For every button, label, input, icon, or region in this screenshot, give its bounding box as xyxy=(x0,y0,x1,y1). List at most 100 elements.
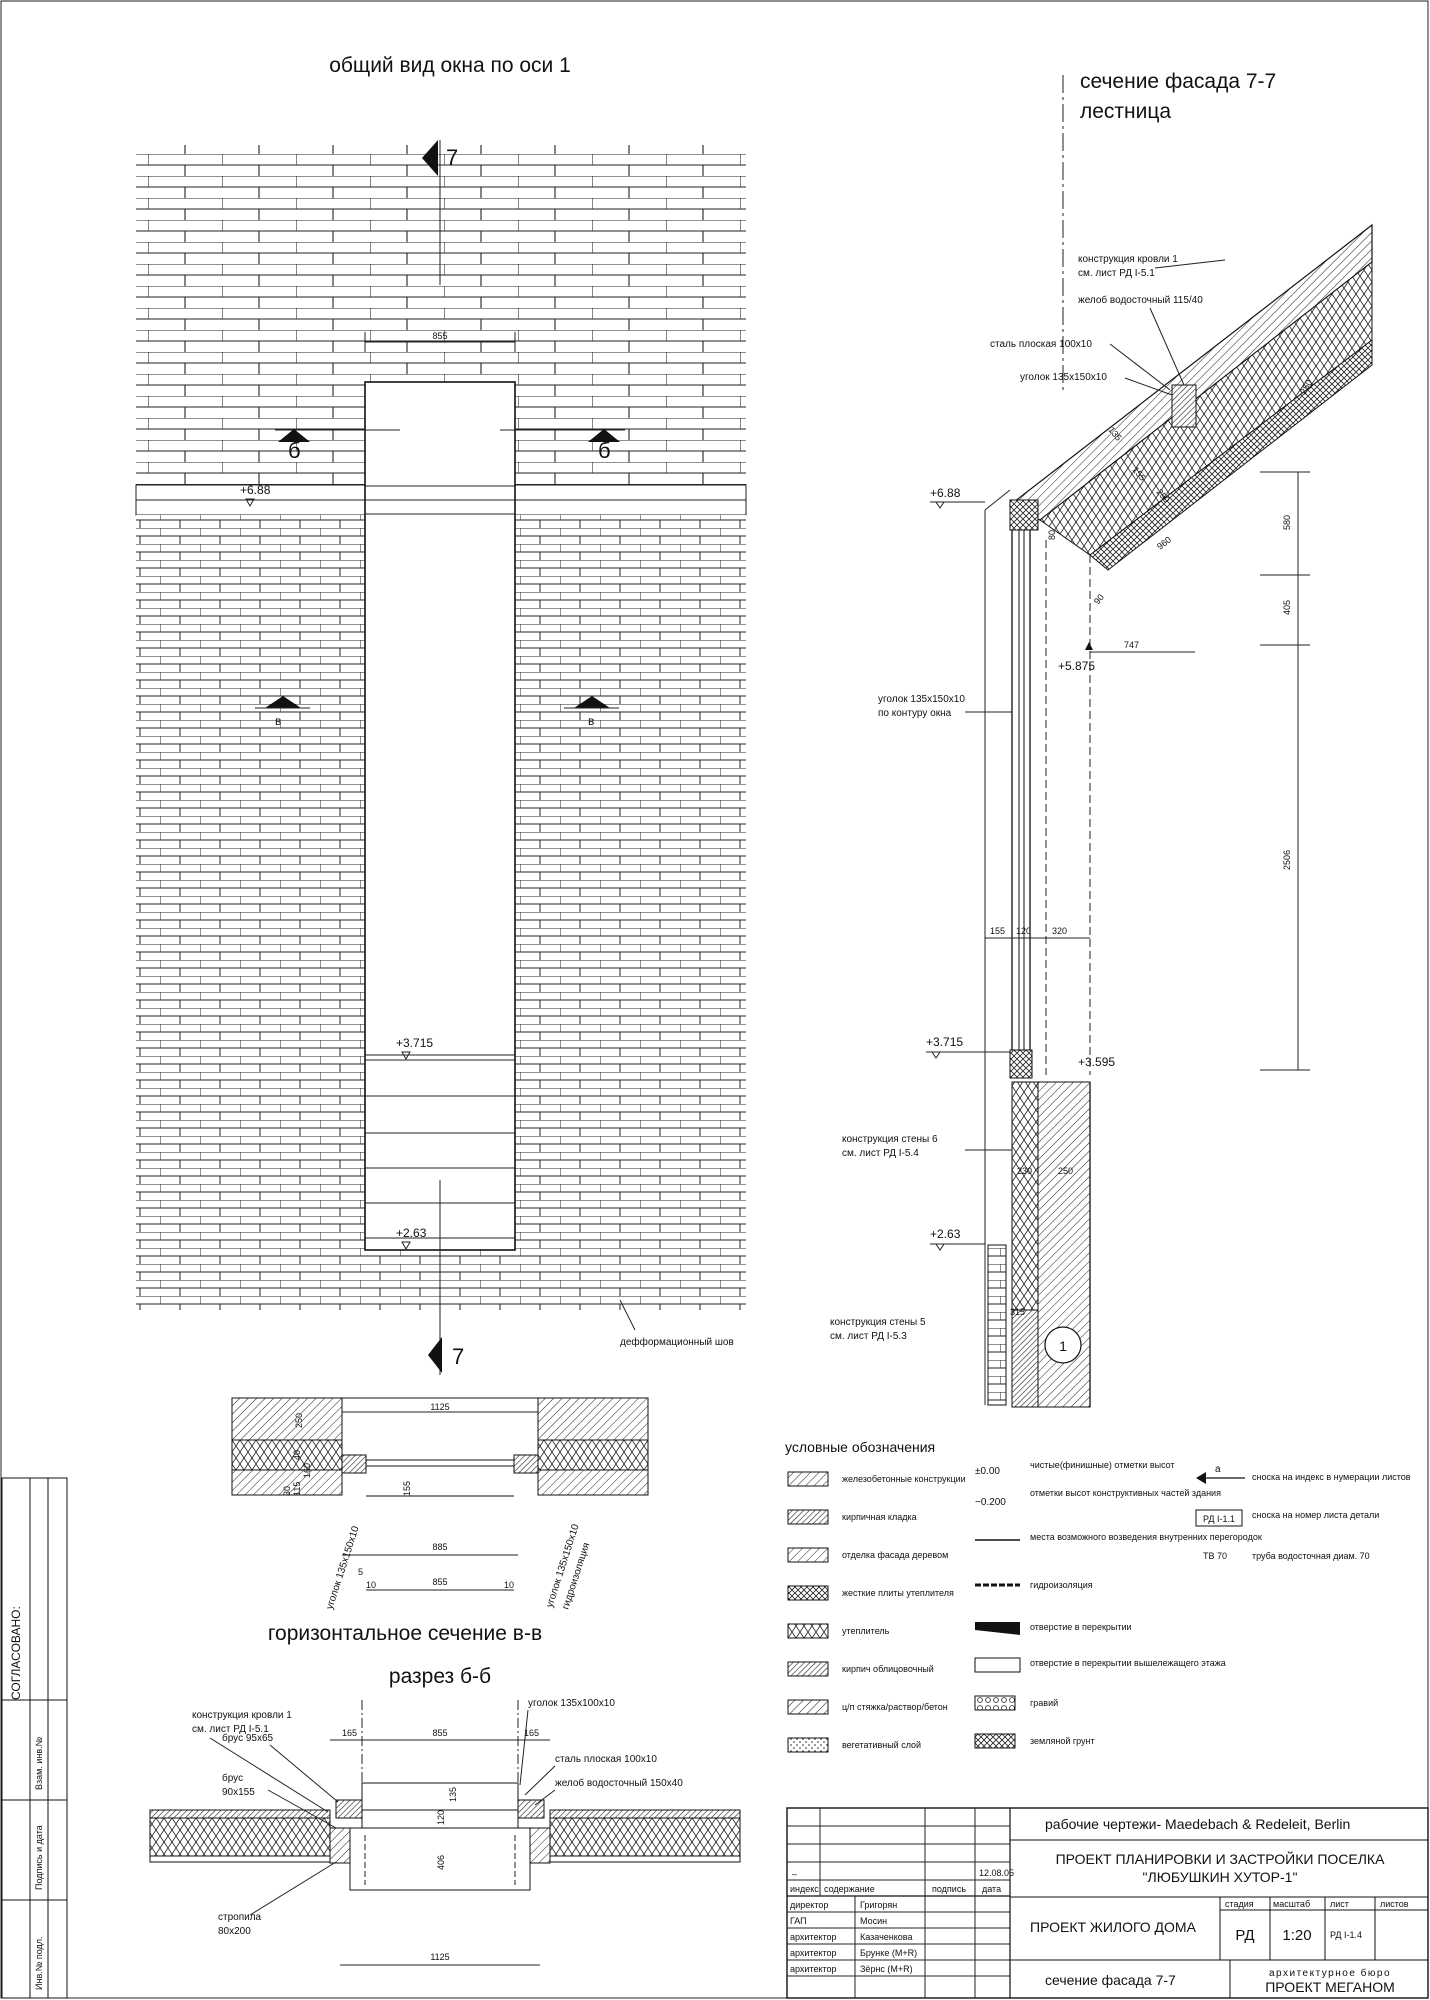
cut-b-label-right: б xyxy=(598,438,611,463)
hs-insul-right xyxy=(537,1439,649,1471)
hs-wall-left-lower xyxy=(231,1469,343,1496)
legend-mid-sym-1: −0.200 xyxy=(975,1497,1006,1508)
foundation-strip xyxy=(1011,1309,1039,1408)
callout-angle-contour: уголок 135х150х10 xyxy=(878,694,965,705)
stamp-col-3: Инв.№ подл. xyxy=(34,1936,44,1990)
tb-hdr-content: содержание xyxy=(824,1884,875,1894)
legend-mid-4: отверстие в перекрытии xyxy=(1030,1622,1132,1632)
dim-960: 960 xyxy=(1155,534,1173,551)
tb-hdr-index: индекс xyxy=(790,1884,819,1894)
bb-label-beam2a: брус xyxy=(222,1772,243,1784)
legend-swatch-veg xyxy=(787,1737,829,1753)
legend-swatch-reinforced xyxy=(787,1471,829,1487)
dim-405: 405 xyxy=(1282,600,1292,615)
dim-90: 90 xyxy=(1092,592,1106,606)
frame-head xyxy=(1009,499,1039,531)
hs-wall-left-upper xyxy=(231,1397,343,1441)
legend-mid-2: места возможного возведения внутренних п… xyxy=(1030,1532,1262,1542)
bb-label-roof: конструкция кровли 1 xyxy=(192,1710,292,1721)
hs-insul-left xyxy=(231,1439,343,1471)
facade-level-0: +6.88 xyxy=(930,486,961,500)
hs-dim-250: 250 xyxy=(294,1413,304,1428)
level-sill: +3.715 xyxy=(396,1036,433,1050)
tb-project-line2: "ЛЮБУШКИН ХУТОР-1" xyxy=(1143,1869,1298,1885)
legend-swatch-rigid xyxy=(787,1585,829,1601)
hs-wall-right-upper xyxy=(537,1397,649,1441)
legend-right-sym-0: а xyxy=(1215,1464,1221,1475)
callout-wall6-ref: см. лист РД I-5.4 xyxy=(842,1148,919,1159)
legend-left-1: кирпичная кладка xyxy=(842,1512,917,1522)
side-stamp: СОГЛАСОВАНО: Взам. инв.№ Подпись и дата … xyxy=(1,1477,68,1999)
stamp-col-2: Подпись и дата xyxy=(34,1825,44,1890)
level-bottom: +2.63 xyxy=(396,1226,427,1240)
legend-swatch-brick xyxy=(787,1509,829,1525)
bb-label-steel: сталь плоская 100х10 xyxy=(555,1754,657,1765)
legend-left-6: ц/п стяжка/раствор/бетон xyxy=(842,1702,948,1712)
legend-mid-3: гидроизоляция xyxy=(1030,1580,1093,1590)
callout-angle-contour-2: по контуру окна xyxy=(878,708,952,719)
legend-mid-sym-0: ±0.00 xyxy=(975,1466,1000,1477)
tb-bureau-2: ПРОЕКТ МЕГАНОМ xyxy=(1265,1979,1395,1995)
hs-dim-885: 885 xyxy=(432,1542,447,1552)
hs-label-left: уголок 135х150х10 xyxy=(324,1524,361,1610)
frame-sill xyxy=(1009,1049,1033,1079)
general-view: общий вид окна по оси 1 855 7 7 xyxy=(135,54,747,1375)
facade-section: сечение фасада 7-7 лестница 1 конструкци… xyxy=(830,70,1373,1408)
tb-name-2: Казаченкова xyxy=(860,1932,912,1942)
callout-roof: конструкция кровли 1 xyxy=(1078,254,1178,265)
tb-col-sheets: листов xyxy=(1380,1899,1409,1909)
stamp-agreed: СОГЛАСОВАНО: xyxy=(9,1606,23,1700)
callout-wall5-ref: см. лист РД I-5.3 xyxy=(830,1331,907,1342)
tb-sheet: РД I-1.4 xyxy=(1330,1930,1362,1940)
tb-dash: – xyxy=(792,1869,797,1879)
bb-label-rafter-a: стропила xyxy=(218,1912,262,1923)
window-frame xyxy=(1011,504,1031,1071)
width-dimension: 855 xyxy=(432,331,447,341)
bb-rafter-right xyxy=(529,1827,551,1864)
facade-brick-cladding xyxy=(987,1244,1007,1406)
roof-rafter xyxy=(1089,338,1373,571)
hs-dim-30: 30 xyxy=(282,1486,292,1496)
legend-ref-arrow xyxy=(1196,1472,1206,1484)
bb-dim-135: 135 xyxy=(448,1787,458,1802)
tb-name-4: Зёрнс (M+R) xyxy=(860,1964,913,1974)
bb-shaft xyxy=(349,1827,531,1891)
facade-level-1: +5.875 xyxy=(1058,659,1095,673)
tb-project-line1: ПРОЕКТ ПЛАНИРОВКИ И ЗАСТРОЙКИ ПОСЕЛКА xyxy=(1056,1850,1386,1867)
bb-rafter-left xyxy=(329,1827,351,1864)
legend-mid-0: чистые(финишные) отметки высот xyxy=(1030,1460,1175,1470)
hs-dim-10a: 10 xyxy=(366,1580,376,1590)
hs-dim-10b: 10 xyxy=(504,1580,514,1590)
dim-580: 580 xyxy=(1282,515,1292,530)
callout-flat-steel: сталь плоская 100х10 xyxy=(990,339,1092,350)
dim-747: 747 xyxy=(1124,640,1139,650)
legend-left-5: кирпич облицовочный xyxy=(842,1664,934,1674)
legend-right-1: сноска на номер листа детали xyxy=(1252,1510,1379,1520)
tb-role-0: директор xyxy=(790,1900,828,1910)
legend-mid-6: гравий xyxy=(1030,1698,1058,1708)
legend-mid-7: земляной грунт xyxy=(1030,1736,1095,1746)
section-mark-bottom: 7 xyxy=(452,1344,464,1369)
cut-v-arrow-left xyxy=(265,696,301,708)
bb-opening xyxy=(361,1782,519,1829)
cut-v-arrow-right xyxy=(574,696,610,708)
bb-label-beam1: брус 95х65 xyxy=(222,1732,274,1744)
facade-level-3: +3.595 xyxy=(1078,1055,1115,1069)
tb-scale: 1:20 xyxy=(1282,1927,1311,1944)
legend-left-7: вегетативный слой xyxy=(842,1740,921,1750)
dim-80: 80 xyxy=(1047,530,1057,540)
facade-level-4: +2.63 xyxy=(930,1227,961,1241)
tb-role-2: архитектор xyxy=(790,1932,837,1942)
callout-gutter: желоб водосточный 115/40 xyxy=(1078,294,1203,306)
legend-right-sym-1: РД I-1.1 xyxy=(1203,1514,1235,1524)
legend-left-4: утеплитель xyxy=(842,1626,890,1636)
legend-mid-5: отверстие в перекрытии вышележащего этаж… xyxy=(1030,1658,1226,1668)
hs-dim-40: 40 xyxy=(292,1450,302,1460)
hs-dim-1125: 1125 xyxy=(430,1402,449,1412)
dim-320: 320 xyxy=(1052,926,1067,936)
axis-label: 1 xyxy=(1059,1338,1067,1354)
bb-finish-right xyxy=(549,1809,741,1819)
dim-230: 230 xyxy=(1017,1166,1032,1176)
tb-col-sheet: лист xyxy=(1330,1899,1349,1909)
